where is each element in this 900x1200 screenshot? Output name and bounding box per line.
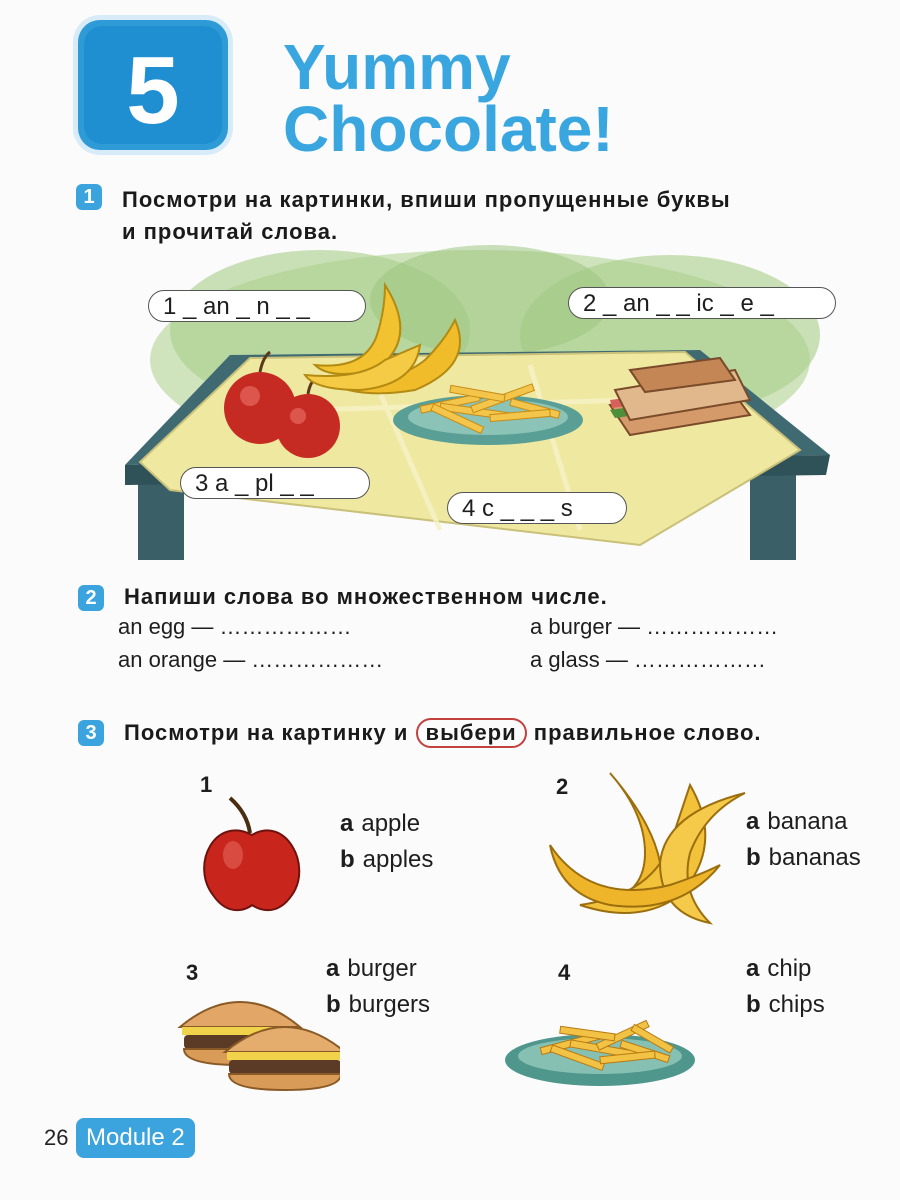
exercise-3-number: 3	[78, 720, 104, 746]
exercise-3-instruction-start: Посмотри на картинку и	[124, 720, 409, 745]
exercise-2-instruction: Напиши слова во множественном числе.	[124, 584, 608, 609]
exercise-1-instruction: Посмотри на картинки, впиши пропущенные …	[122, 184, 731, 248]
exercise-1-instruction-line2: и прочитай слова.	[122, 219, 339, 244]
apple-group	[224, 350, 340, 458]
chips-plate	[393, 383, 583, 445]
circled-word-choose: выбери	[415, 718, 527, 748]
burgers-icon	[177, 1001, 340, 1092]
exercise-3-instruction: Посмотри на картинку и выбери правильное…	[124, 717, 762, 749]
word-pill-4[interactable]: 4 c _ _ _ s	[447, 492, 627, 524]
word-pill-2[interactable]: 2 _ an _ _ ic _ e _	[568, 287, 836, 319]
plural-row-an-orange[interactable]: an orange — ………………	[118, 647, 384, 672]
unit-title: Yummy Chocolate!	[283, 31, 614, 165]
sandwich	[608, 356, 752, 437]
chips-icon	[505, 1019, 695, 1086]
item-1-number: 1	[200, 772, 213, 797]
item-2-number: 2	[556, 774, 569, 799]
plural-row-a-burger[interactable]: a burger — ………………	[530, 614, 779, 639]
unit-title-line1: Yummy	[283, 31, 511, 103]
exercise-2-number: 2	[78, 585, 104, 611]
exercise-3-instruction-end: правильное слово.	[533, 720, 762, 745]
page-number: 26	[44, 1125, 69, 1150]
module-tab: Module 2	[76, 1118, 195, 1158]
plural-row-a-glass[interactable]: a glass — ………………	[530, 647, 766, 672]
exercise-1-instruction-line1: Посмотри на картинки, впиши пропущенные …	[122, 187, 731, 212]
item-4-number: 4	[558, 960, 571, 985]
apple-icon	[203, 796, 301, 912]
bananas-icon	[549, 772, 746, 925]
unit-number: 5	[126, 37, 180, 144]
unit-badge: 5	[78, 20, 228, 150]
unit-title-line2: Chocolate!	[283, 93, 614, 165]
plural-row-an-egg[interactable]: an egg — ………………	[118, 614, 352, 639]
word-pill-1[interactable]: 1 _ an _ n _ _	[148, 290, 366, 322]
item-3-number: 3	[186, 960, 199, 985]
exercise-1-number: 1	[76, 184, 102, 210]
banana-group	[303, 281, 461, 395]
word-pill-3[interactable]: 3 a _ pl _ _	[180, 467, 370, 499]
